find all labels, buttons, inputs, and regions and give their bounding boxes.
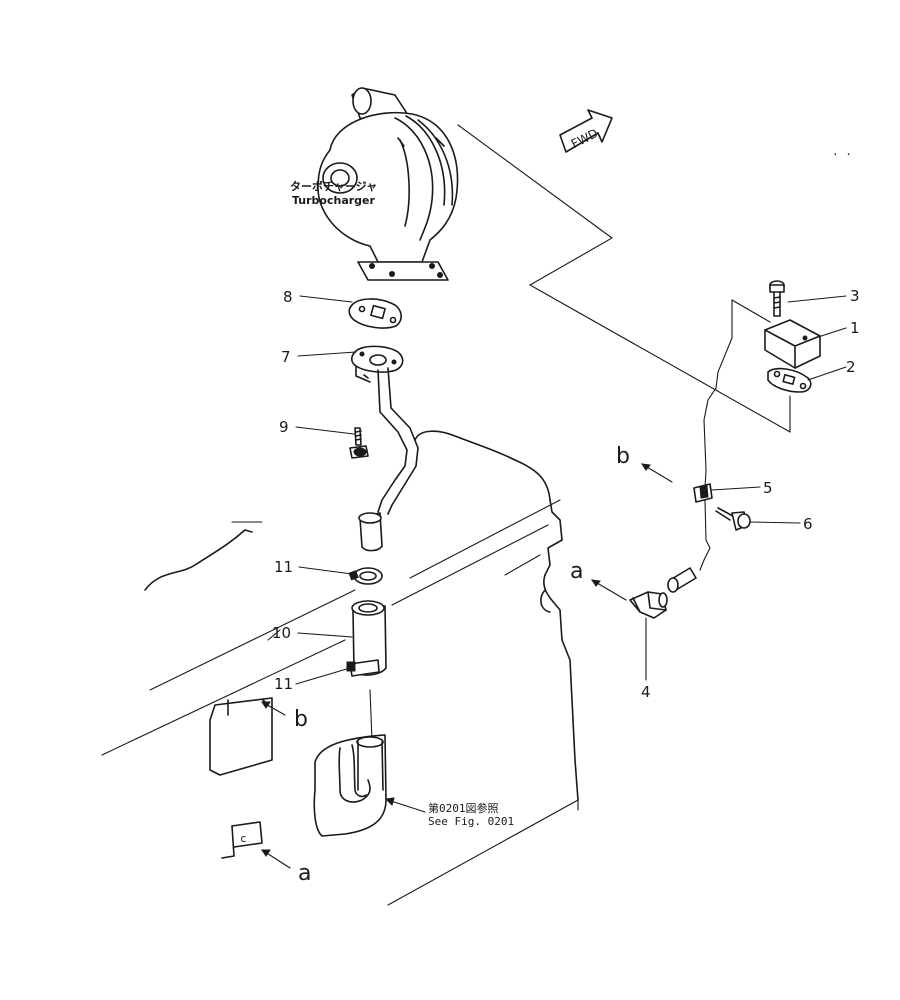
leader-block: [731, 299, 771, 323]
part-numbers: 3 1 2 5 6 4 8 7 9 11 10 11: [272, 287, 860, 701]
view-b-block: [209, 697, 273, 776]
drain-line: [369, 689, 373, 741]
bolt-3: [769, 280, 785, 317]
pipe-drain: [363, 367, 419, 515]
view-letter-a-left: a: [298, 861, 311, 886]
leader-lines: [295, 295, 847, 685]
turbocharger-label-en: Turbocharger: [292, 194, 376, 207]
reference-jp: 第0201図参照: [428, 801, 499, 815]
fitting-upper: [667, 567, 697, 593]
part-number-10: 10: [272, 624, 291, 642]
view-c-letter: c: [240, 832, 247, 845]
view-arrows: [261, 463, 673, 869]
engine-outline: [101, 124, 791, 906]
fwd-arrow-icon: FWD: [559, 109, 613, 153]
hose-end: [358, 512, 383, 552]
bolt-9: [349, 427, 369, 459]
gasket-8: [348, 298, 402, 329]
corner-marks: · ·: [832, 148, 852, 161]
turbocharger-drawing: ターボチャージャ Turbocharger: [290, 87, 459, 281]
gasket-2: [767, 367, 812, 393]
part-number-5: 5: [763, 479, 773, 497]
view-letters: b a b a: [294, 444, 630, 886]
view-letter-b-right: b: [616, 444, 630, 469]
reference-en: See Fig. 0201: [428, 815, 514, 828]
tube-line: [703, 299, 733, 489]
part-number-7: 7: [281, 348, 291, 366]
hose-10: [351, 600, 387, 676]
part-number-6: 6: [803, 515, 813, 533]
view-letter-b-left: b: [294, 707, 308, 732]
part-number-4: 4: [641, 683, 651, 701]
tube-line-lower: [699, 499, 711, 571]
clamp-11-lower: [346, 659, 380, 677]
part-number-9: 9: [279, 418, 289, 436]
view-letter-a-right: a: [570, 559, 583, 584]
oil-pan: [313, 734, 387, 837]
elbow-4: [629, 591, 668, 619]
part-number-3: 3: [850, 287, 860, 305]
block-1: [764, 319, 821, 369]
flange-7: [350, 345, 404, 383]
part-number-1: 1: [850, 319, 860, 337]
clamp-11-upper: [348, 567, 383, 585]
part-number-11-upper: 11: [274, 558, 293, 576]
part-number-2: 2: [846, 358, 856, 376]
turbocharger-label-jp: ターボチャージャ: [290, 179, 377, 193]
view-c-bracket: c: [221, 821, 263, 859]
bolt-6: [715, 507, 751, 531]
clip-5: [693, 483, 713, 503]
part-number-8: 8: [283, 288, 293, 306]
part-number-11-lower: 11: [274, 675, 293, 693]
